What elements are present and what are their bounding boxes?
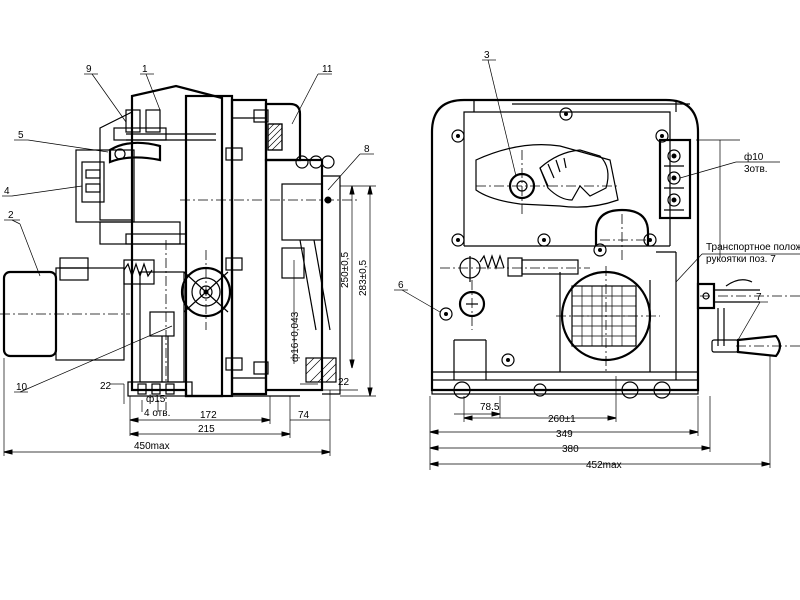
dim-diameter-16: ф16+0,043 xyxy=(289,311,301,362)
dim-450max: 450max xyxy=(134,441,170,452)
dim-250: 250±0,5 xyxy=(340,251,351,288)
dim-22-bottom: 22 xyxy=(100,381,112,392)
callout-5: 5 xyxy=(18,130,24,141)
hatched-shaft xyxy=(267,123,283,151)
front-housing xyxy=(430,98,700,392)
callout-9: 9 xyxy=(86,64,92,75)
bolts xyxy=(439,107,671,399)
dim-172: 172 xyxy=(200,410,217,421)
terminal-strip xyxy=(658,138,692,220)
callout-2: 2 xyxy=(8,210,14,221)
dim-380: 380 xyxy=(562,444,579,455)
callout-1: 1 xyxy=(142,64,148,75)
dim-diameter-15: ф15 xyxy=(146,393,166,405)
output-flange xyxy=(264,158,324,392)
dim-3-holes: 3отв. xyxy=(744,164,768,175)
cam-window xyxy=(475,144,619,208)
dim-452max: 452max xyxy=(586,460,622,471)
front-view: 78.5 260±1 349 380 452max ф10 3отв. Тран… xyxy=(394,50,800,471)
left-dimensions: 22 4 отв. ф15 172 215 74 450max 22 250±0… xyxy=(3,185,376,456)
callout-8: 8 xyxy=(364,144,370,155)
motor-body xyxy=(2,270,58,358)
transport-note-line2: рукоятки поз. 7 xyxy=(706,254,776,265)
right-dimensions: 78.5 260±1 349 380 452max ф10 3отв. xyxy=(429,139,780,471)
callout-4: 4 xyxy=(4,186,10,197)
dim-74: 74 xyxy=(298,410,310,421)
dim-4-holes: 4 отв. xyxy=(144,408,170,419)
callout-7: 7 xyxy=(756,292,762,303)
motor-terminal-box xyxy=(59,257,89,281)
dim-22-right: 22 xyxy=(338,377,350,388)
side-view: 22 4 отв. ф15 172 215 74 450max 22 250±0… xyxy=(0,64,376,456)
dim-260: 260±1 xyxy=(548,414,576,425)
dim-349: 349 xyxy=(556,429,573,440)
cam-lever xyxy=(108,141,162,164)
dim-283: 283±0,5 xyxy=(358,259,369,296)
transport-note: Транспортное полож рукоятки поз. 7 xyxy=(675,242,800,283)
callout-11: 11 xyxy=(322,64,333,75)
dim-215: 215 xyxy=(198,424,215,435)
switch-block xyxy=(75,149,135,223)
hatched-base xyxy=(305,357,337,383)
crank-handle xyxy=(736,334,782,358)
left-callouts: 9 1 11 8 5 4 2 10 xyxy=(2,64,374,393)
callout-10: 10 xyxy=(16,382,28,393)
callout-6: 6 xyxy=(398,280,404,291)
transport-note-line1: Транспортное полож xyxy=(706,242,800,253)
dim-diameter-10: ф10 xyxy=(744,151,764,163)
right-callouts: 3 6 7 xyxy=(394,50,768,341)
callout-3: 3 xyxy=(484,50,490,61)
dim-78-5: 78.5 xyxy=(480,402,500,413)
